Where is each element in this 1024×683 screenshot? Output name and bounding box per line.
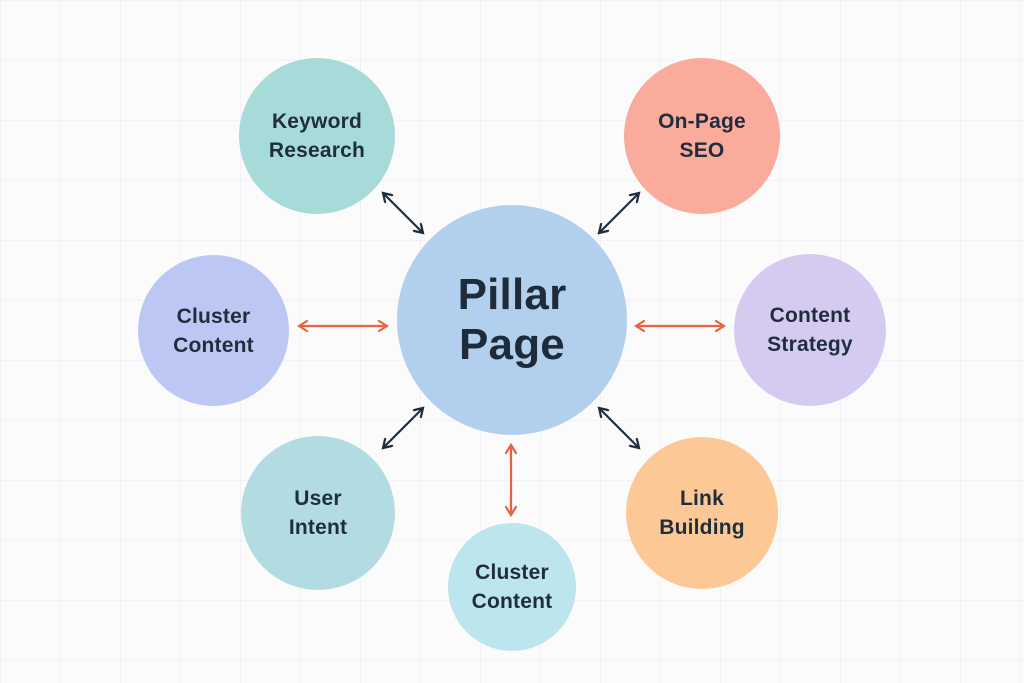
arrow-keyword-research [383,193,423,233]
link-building-node: Link Building [626,437,778,589]
pillar-page-label: Pillar Page [457,270,567,369]
cluster-content-left-node: Cluster Content [138,255,289,406]
user-intent-label: User Intent [288,487,348,539]
keyword-research-label: Keyword Research [268,110,366,162]
content-strategy-node: Content Strategy [734,254,886,406]
link-building-label: Link Building [659,487,745,539]
arrow-link-building [599,408,639,448]
arrow-user-intent [383,408,423,448]
on-page-seo-node: On-Page SEO [624,58,780,214]
pillar-page-node: Pillar Page [397,205,627,435]
on-page-seo-label: On-Page SEO [658,110,746,162]
cluster-content-bottom-node: Cluster Content [448,523,576,651]
cluster-content-bottom-label: Cluster Content [471,561,553,613]
keyword-research-node: Keyword Research [239,58,395,214]
content-strategy-label: Content Strategy [767,304,853,356]
cluster-content-left-label: Cluster Content [173,304,254,357]
arrow-on-page-seo [599,193,639,233]
user-intent-node: User Intent [241,436,395,590]
